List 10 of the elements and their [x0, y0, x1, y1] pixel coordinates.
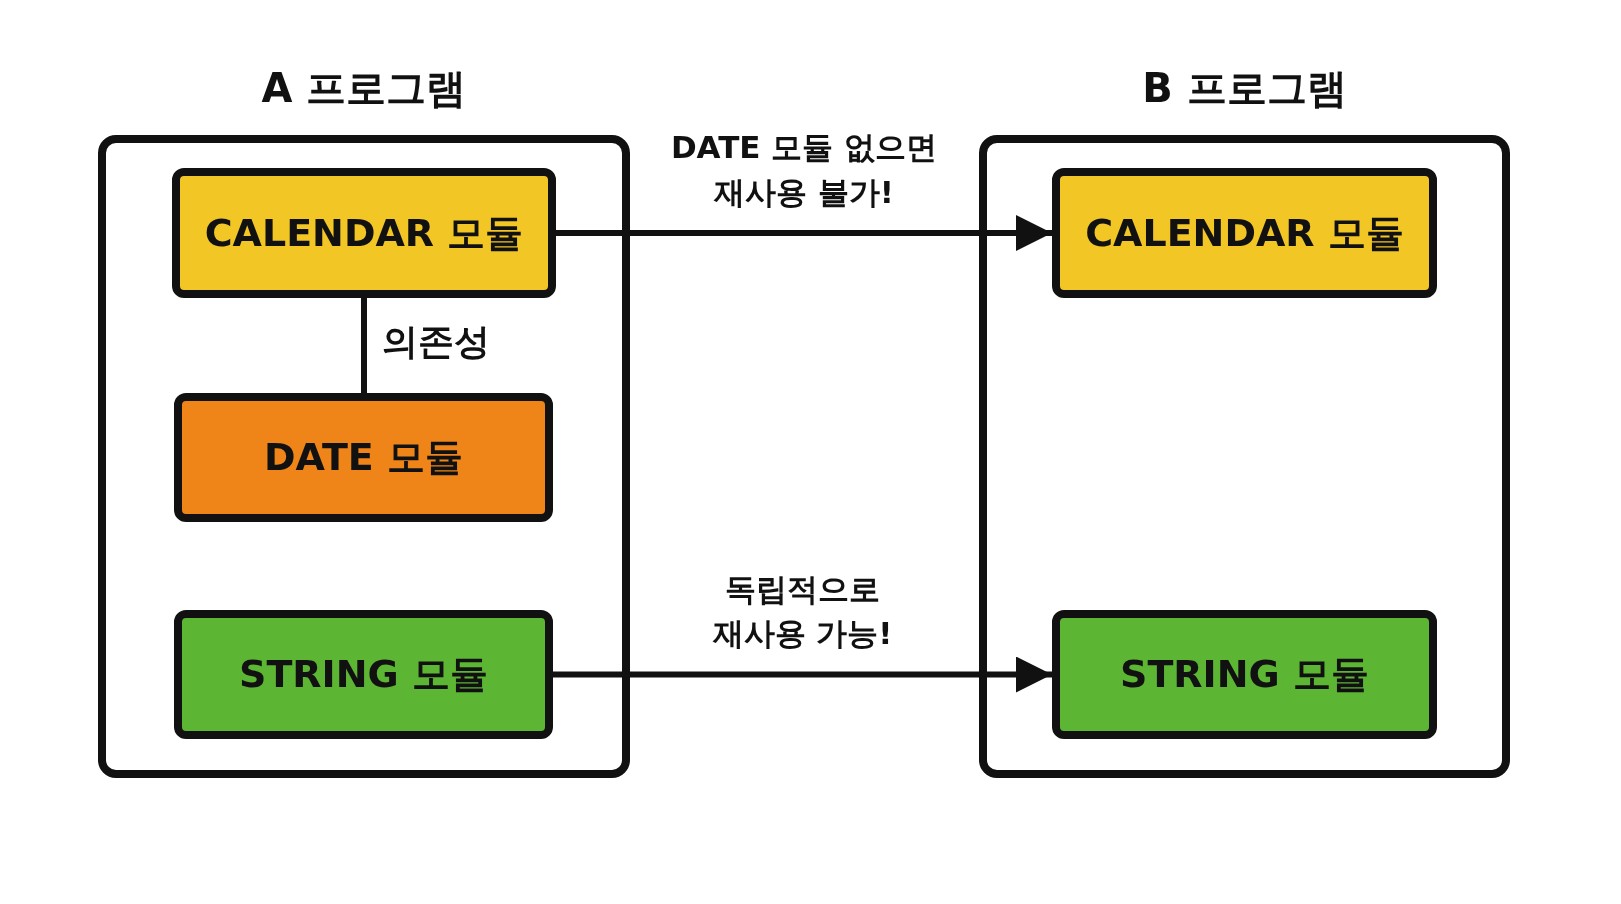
program-title: A 프로그램 — [260, 64, 468, 113]
module-box: CALENDAR 모듈 — [1052, 168, 1437, 298]
program-title: B 프로그램 — [1141, 64, 1348, 113]
module-box: STRING 모듈 — [174, 610, 553, 739]
module-box: STRING 모듈 — [1052, 610, 1437, 739]
module-box: DATE 모듈 — [174, 393, 553, 522]
arrow — [556, 215, 1052, 251]
module-box: CALENDAR 모듈 — [172, 168, 556, 298]
arrow — [553, 656, 1052, 693]
connector-line — [361, 298, 367, 393]
